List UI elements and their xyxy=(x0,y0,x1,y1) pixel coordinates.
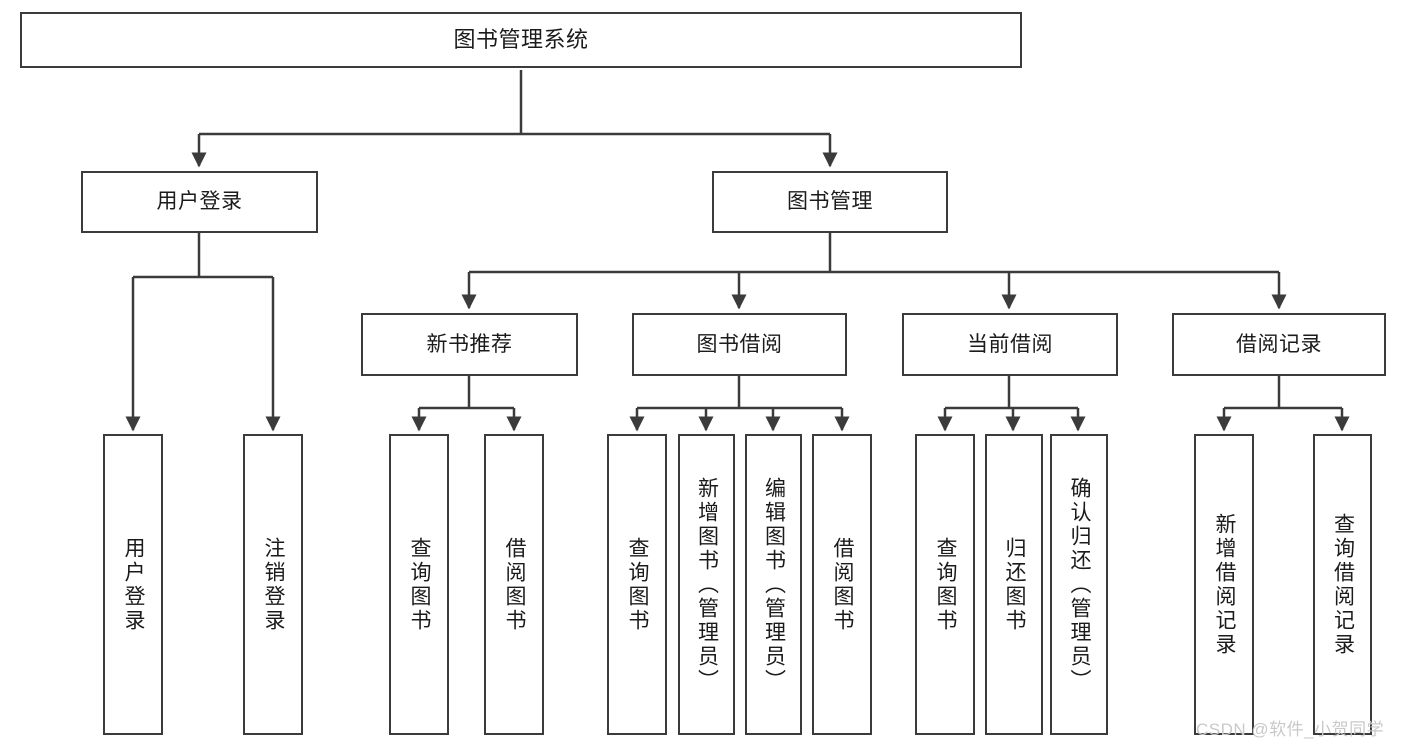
leaf-confirm-return-admin[interactable]: 确认归还（管理员） xyxy=(1050,434,1108,735)
leaf-label: 新增图书（管理员） xyxy=(695,476,719,693)
leaf-label: 查询图书 xyxy=(408,536,432,633)
leaf-add-borrow-record[interactable]: 新增借阅记录 xyxy=(1194,434,1254,735)
leaf-label: 编辑图书（管理员） xyxy=(762,476,786,693)
leaf-query-borrow-record[interactable]: 查询借阅记录 xyxy=(1313,434,1372,735)
node-user-login[interactable]: 用户登录 xyxy=(81,171,318,233)
node-new-book-recommend[interactable]: 新书推荐 xyxy=(361,313,578,376)
leaf-label: 查询借阅记录 xyxy=(1331,512,1355,657)
leaf-edit-book-admin[interactable]: 编辑图书（管理员） xyxy=(745,434,802,735)
leaf-query-book-recommend[interactable]: 查询图书 xyxy=(389,434,449,735)
leaf-query-book-current[interactable]: 查询图书 xyxy=(915,434,975,735)
leaf-label: 用户登录 xyxy=(122,536,146,633)
leaf-label: 新增借阅记录 xyxy=(1213,512,1237,657)
leaf-label: 查询图书 xyxy=(626,536,650,633)
leaf-query-book-borrow[interactable]: 查询图书 xyxy=(607,434,667,735)
leaf-label: 借阅图书 xyxy=(831,536,855,633)
node-borrow-record[interactable]: 借阅记录 xyxy=(1172,313,1386,376)
node-book-management[interactable]: 图书管理 xyxy=(712,171,948,233)
leaf-label: 确认归还（管理员） xyxy=(1068,476,1092,693)
leaf-label: 查询图书 xyxy=(934,536,958,633)
leaf-label: 归还图书 xyxy=(1003,536,1027,633)
leaf-label: 注销登录 xyxy=(262,536,286,633)
node-root-system[interactable]: 图书管理系统 xyxy=(20,12,1022,68)
leaf-label: 借阅图书 xyxy=(503,536,527,633)
node-current-borrow[interactable]: 当前借阅 xyxy=(902,313,1118,376)
node-book-borrow[interactable]: 图书借阅 xyxy=(632,313,847,376)
leaf-add-book-admin[interactable]: 新增图书（管理员） xyxy=(678,434,735,735)
leaf-borrow-book[interactable]: 借阅图书 xyxy=(812,434,872,735)
leaf-borrow-book-recommend[interactable]: 借阅图书 xyxy=(484,434,544,735)
leaf-logout[interactable]: 注销登录 xyxy=(243,434,303,735)
leaf-user-login[interactable]: 用户登录 xyxy=(103,434,163,735)
leaf-return-book[interactable]: 归还图书 xyxy=(985,434,1043,735)
